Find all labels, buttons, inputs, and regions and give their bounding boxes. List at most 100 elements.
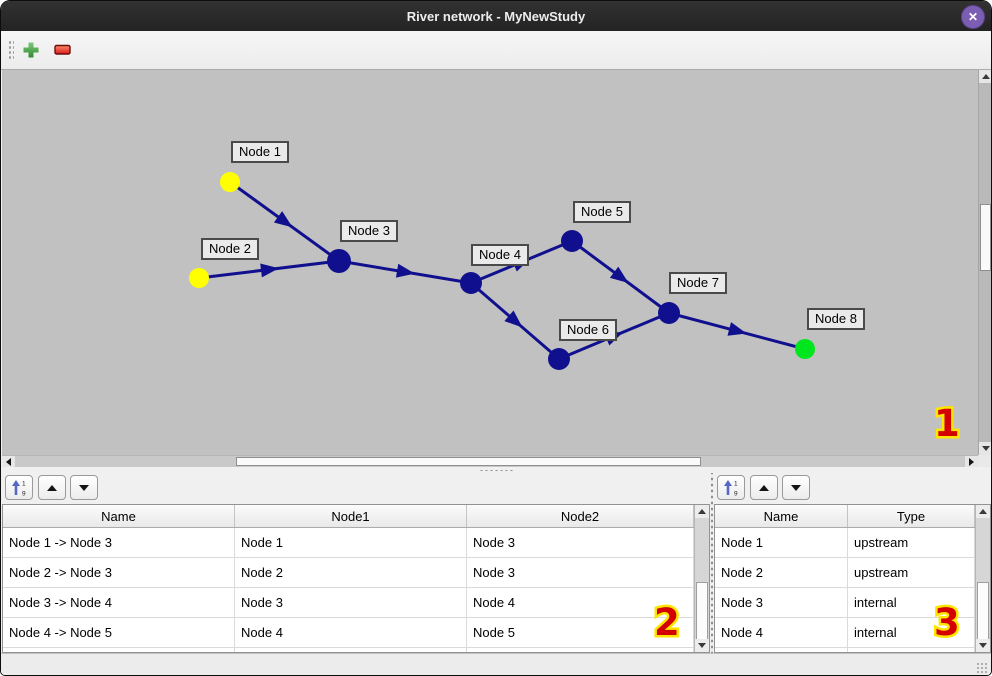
up-arrow-icon (47, 484, 57, 491)
graph-node[interactable] (460, 272, 482, 294)
table-cell[interactable]: Node 3 (234, 587, 467, 618)
node-label[interactable]: Node 3 (340, 220, 398, 242)
move-up-button[interactable] (38, 475, 66, 500)
main-toolbar (1, 31, 991, 70)
scroll-down-button[interactable] (979, 442, 991, 455)
scroll-right-button[interactable] (965, 456, 978, 467)
links-table-scrollbar[interactable] (694, 505, 709, 652)
node-label[interactable]: Node 4 (471, 244, 529, 266)
resize-grip-icon[interactable] (976, 662, 988, 674)
column-header[interactable]: Name (715, 505, 848, 528)
table-cell[interactable] (466, 647, 694, 652)
graph-node[interactable] (658, 302, 680, 324)
svg-text:1: 1 (734, 480, 738, 487)
table-cell[interactable]: Node 1 (234, 527, 467, 558)
column-header[interactable]: Node1 (234, 505, 467, 528)
move-down-button[interactable] (70, 475, 98, 500)
node-label[interactable]: Node 7 (669, 272, 727, 294)
node-label[interactable]: Node 5 (573, 201, 631, 223)
scrollbar-thumb[interactable] (977, 582, 989, 641)
sort-ascending-icon: 1 9 (724, 479, 738, 497)
annotation-number-1: 1 (934, 405, 960, 442)
table-cell[interactable]: Node 2 (234, 557, 467, 588)
table-cell[interactable]: Node 4 -> Node 5 (3, 617, 235, 648)
move-up-button[interactable] (750, 475, 778, 500)
remove-node-button[interactable] (52, 39, 74, 61)
table-cell[interactable] (715, 647, 848, 652)
column-header[interactable]: Node2 (466, 505, 694, 528)
close-button[interactable]: ✕ (961, 5, 985, 29)
graph-node[interactable] (795, 339, 815, 359)
edge-arrow-icon (727, 322, 747, 336)
close-icon: ✕ (967, 10, 979, 24)
table-cell[interactable]: upstream (847, 527, 975, 558)
scrollbar-thumb[interactable] (696, 582, 708, 641)
sort-button[interactable]: 1 9 (717, 475, 745, 500)
column-header[interactable]: Type (847, 505, 975, 528)
scroll-down-button[interactable] (976, 639, 990, 652)
table-cell[interactable] (234, 647, 467, 652)
node-label[interactable]: Node 8 (807, 308, 865, 330)
annotation-number-2: 2 (654, 604, 680, 641)
river-network-canvas[interactable]: Node 1 Node 2 Node 3 Node 4 Node 5 Node 6 Node… (2, 70, 978, 455)
node-label[interactable]: Node 6 (559, 319, 617, 341)
table-cell[interactable]: Node 3 (466, 557, 694, 588)
table-cell[interactable]: Node 2 -> Node 3 (3, 557, 235, 588)
scroll-left-button[interactable] (2, 456, 15, 467)
up-arrow-icon (981, 74, 990, 79)
nodes-toolbar: 1 9 (714, 473, 991, 503)
table-cell[interactable] (847, 647, 975, 652)
graph-node[interactable] (561, 230, 583, 252)
scrollbar-thumb[interactable] (236, 457, 701, 466)
node-label[interactable]: Node 2 (201, 238, 259, 260)
table-cell[interactable]: Node 4 (715, 617, 848, 648)
move-down-button[interactable] (782, 475, 810, 500)
svg-text:1: 1 (22, 480, 26, 487)
table-row[interactable] (715, 647, 975, 652)
scroll-down-button[interactable] (695, 639, 709, 652)
vertical-splitter[interactable] (710, 473, 714, 653)
scrollbar-thumb[interactable] (980, 204, 991, 271)
scrollbar-corner (978, 455, 991, 467)
table-cell[interactable]: Node 3 -> Node 4 (3, 587, 235, 618)
table-cell[interactable]: Node 1 -> Node 3 (3, 527, 235, 558)
graph-node[interactable] (327, 249, 351, 273)
graph-node[interactable] (220, 172, 240, 192)
table-cell[interactable]: Node 3 (466, 527, 694, 558)
scroll-up-button[interactable] (695, 505, 709, 518)
table-row[interactable] (3, 647, 694, 652)
horizontal-splitter[interactable] (1, 467, 991, 473)
sort-button[interactable]: 1 9 (5, 475, 33, 500)
graph-node[interactable] (548, 348, 570, 370)
canvas-vertical-scrollbar[interactable] (978, 70, 991, 455)
edge-arrow-icon (395, 263, 415, 278)
table-cell[interactable]: upstream (847, 557, 975, 588)
table-cell[interactable]: Node 3 (715, 587, 848, 618)
table-cell[interactable] (3, 647, 235, 652)
scroll-up-button[interactable] (976, 505, 990, 518)
up-arrow-icon (698, 509, 706, 514)
graph-node[interactable] (189, 268, 209, 288)
scroll-up-button[interactable] (979, 70, 991, 83)
title-bar[interactable]: River network - MyNewStudy ✕ (1, 1, 991, 31)
canvas-horizontal-scrollbar[interactable] (2, 455, 978, 467)
table-cell[interactable]: Node 1 (715, 527, 848, 558)
plus-icon (23, 42, 39, 58)
table-cell[interactable]: Node 4 (234, 617, 467, 648)
table-cell[interactable]: Node 2 (715, 557, 848, 588)
svg-text:9: 9 (734, 490, 738, 497)
down-arrow-icon (79, 484, 89, 491)
edge-arrow-icon (260, 263, 279, 278)
nodes-table-scrollbar[interactable] (975, 505, 990, 652)
toolbar-drag-handle-icon[interactable] (8, 40, 14, 60)
node-label[interactable]: Node 1 (231, 141, 289, 163)
add-node-button[interactable] (20, 39, 42, 61)
column-header[interactable]: Name (3, 505, 235, 528)
